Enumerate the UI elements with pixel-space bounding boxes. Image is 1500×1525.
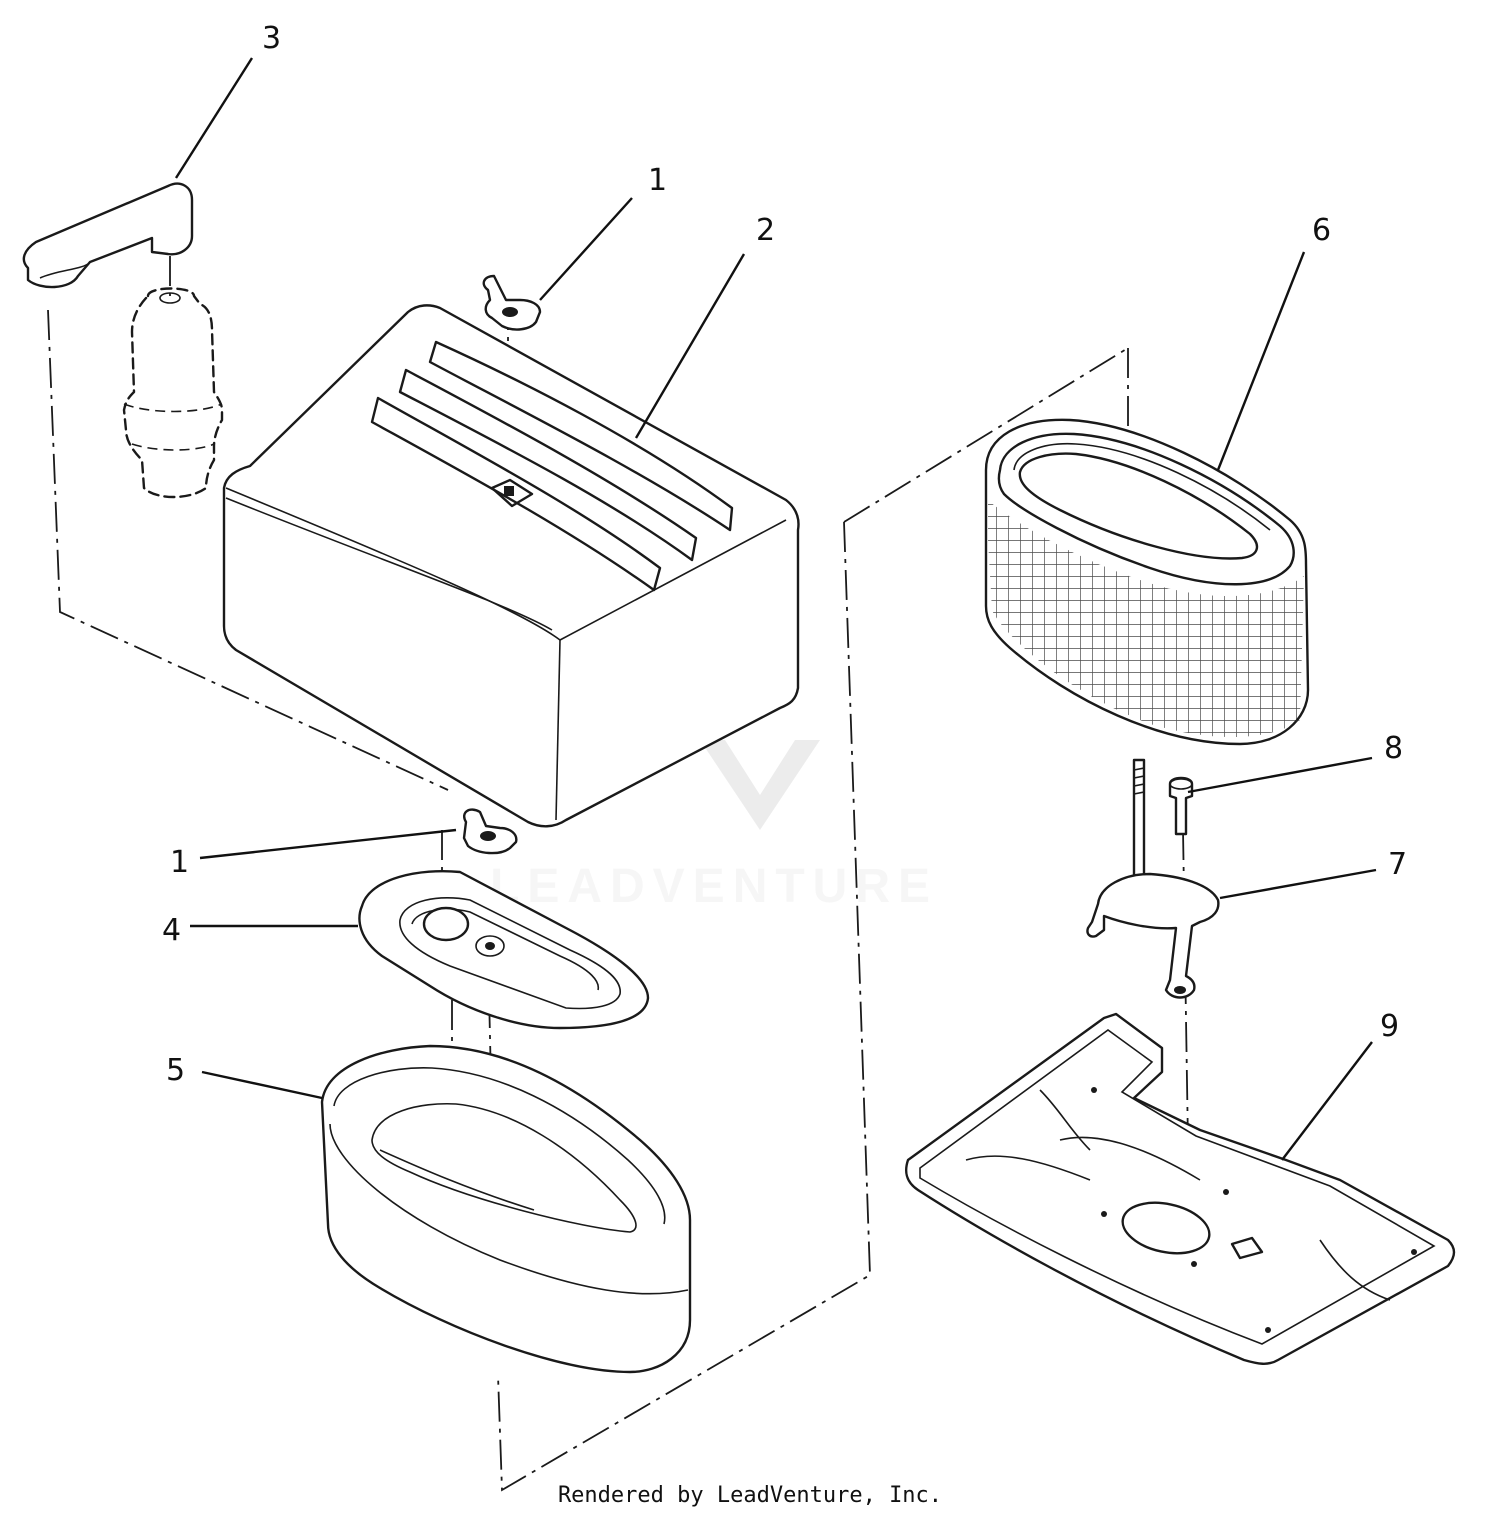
callout-8: 8 [1384, 731, 1403, 766]
part-1-wing-nut-top [482, 274, 542, 331]
leader-3 [174, 57, 254, 179]
callout-1-top: 1 [648, 163, 667, 198]
callout-2: 2 [756, 213, 775, 248]
callout-6: 6 [1312, 213, 1331, 248]
footer-credit: Rendered by LeadVenture, Inc. [557, 1483, 943, 1508]
part-5-base-cup [320, 1044, 692, 1374]
callout-1-bottom: 1 [170, 845, 189, 880]
part-6-filter-element [984, 418, 1310, 746]
callout-9: 9 [1380, 1009, 1399, 1044]
leader-6 [1216, 251, 1306, 471]
part-3-precleaner [22, 182, 224, 499]
callout-4: 4 [162, 913, 181, 948]
leader-1-bottom [199, 828, 457, 860]
leader-8 [1187, 756, 1373, 794]
part-8-screw [1168, 776, 1194, 836]
callout-numbers: 3 1 2 6 8 1 7 4 9 5 [162, 21, 1407, 1088]
leader-1-top [539, 197, 633, 301]
part-7-bracket [1086, 758, 1220, 999]
callout-7: 7 [1388, 847, 1407, 882]
leader-2 [634, 253, 746, 439]
callout-3: 3 [262, 21, 281, 56]
part-1-wing-nut-bottom [462, 808, 518, 855]
part-2-cover [222, 304, 800, 828]
part-4-element-cover [358, 870, 650, 1030]
leader-5 [201, 1070, 323, 1100]
watermark-chevron-icon [700, 740, 820, 830]
callout-5: 5 [166, 1053, 185, 1088]
leader-7 [1219, 868, 1377, 900]
leader-9 [1281, 1041, 1373, 1161]
part-9-base-plate [904, 1012, 1456, 1365]
watermark-text: LEADVENTURE [490, 860, 938, 913]
leader-lines [174, 57, 1377, 1161]
